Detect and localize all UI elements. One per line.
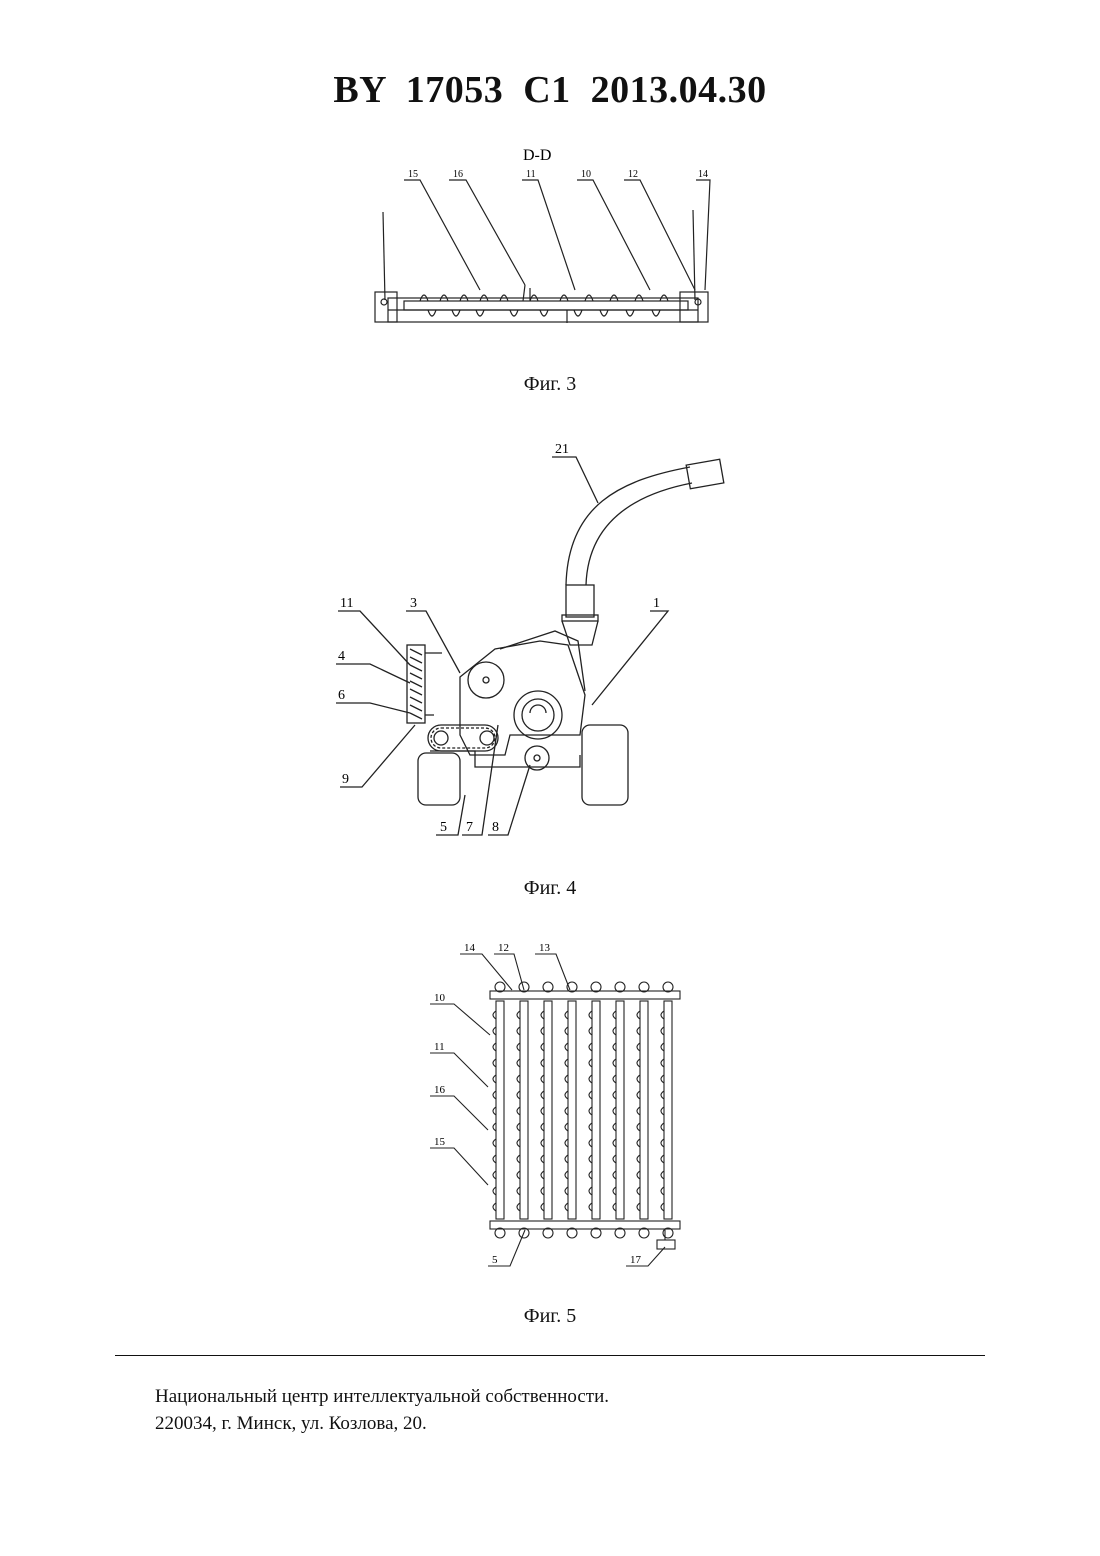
footer-organization: Национальный центр интеллектуальной собс… <box>155 1383 609 1410</box>
callout-14: 14 <box>464 942 476 954</box>
auger-roller <box>544 1001 552 1219</box>
figure-4-caption: Фиг. 4 <box>0 877 1100 900</box>
callout-15: 15 <box>434 1136 446 1148</box>
figure-4-drawing: 21 11 3 1 4 6 9 5 7 8 <box>330 435 740 845</box>
callout-16: 16 <box>453 169 463 180</box>
callout-14: 14 <box>698 169 708 180</box>
auger-roller <box>592 1001 600 1219</box>
footer: Национальный центр интеллектуальной собс… <box>155 1383 609 1437</box>
callout-5: 5 <box>440 820 447 835</box>
callout-13: 13 <box>539 942 551 954</box>
auger-roller <box>568 1001 576 1219</box>
figure-5-drawing: 14 12 13 10 11 16 15 5 17 <box>420 935 700 1280</box>
footer-divider <box>115 1355 985 1356</box>
auger-roller <box>496 1001 504 1219</box>
auger-roller <box>664 1001 672 1219</box>
figure-4-lines <box>336 457 724 835</box>
callout-17: 17 <box>630 1254 642 1266</box>
figure-3-caption: Фиг. 3 <box>0 373 1100 396</box>
callout-4: 4 <box>338 649 345 664</box>
footer-address: 220034, г. Минск, ул. Козлова, 20. <box>155 1410 609 1437</box>
auger-roller <box>520 1001 528 1219</box>
callout-9: 9 <box>342 772 349 787</box>
callout-1: 1 <box>653 596 660 611</box>
callout-12: 12 <box>628 169 638 180</box>
callout-3: 3 <box>410 596 417 611</box>
callout-11: 11 <box>340 596 353 611</box>
callout-5: 5 <box>492 1254 498 1266</box>
callout-11: 11 <box>434 1041 445 1053</box>
figure-5-caption: Фиг. 5 <box>0 1305 1100 1328</box>
section-label: D-D <box>523 147 551 164</box>
figure-3-lines <box>375 180 710 323</box>
callout-10: 10 <box>434 992 446 1004</box>
callout-16: 16 <box>434 1084 446 1096</box>
callout-11: 11 <box>526 169 536 180</box>
callout-8: 8 <box>492 820 499 835</box>
callout-6: 6 <box>338 688 345 703</box>
callout-12: 12 <box>498 942 509 954</box>
figure-3-drawing: D-D 15 16 11 10 12 14 <box>360 140 740 340</box>
callout-7: 7 <box>466 820 473 835</box>
document-header: BY 17053 C1 2013.04.30 <box>0 68 1100 112</box>
auger-roller <box>616 1001 624 1219</box>
callout-10: 10 <box>581 169 591 180</box>
callout-21: 21 <box>555 442 569 457</box>
roller-group <box>493 982 673 1238</box>
callout-15: 15 <box>408 169 418 180</box>
auger-roller <box>640 1001 648 1219</box>
